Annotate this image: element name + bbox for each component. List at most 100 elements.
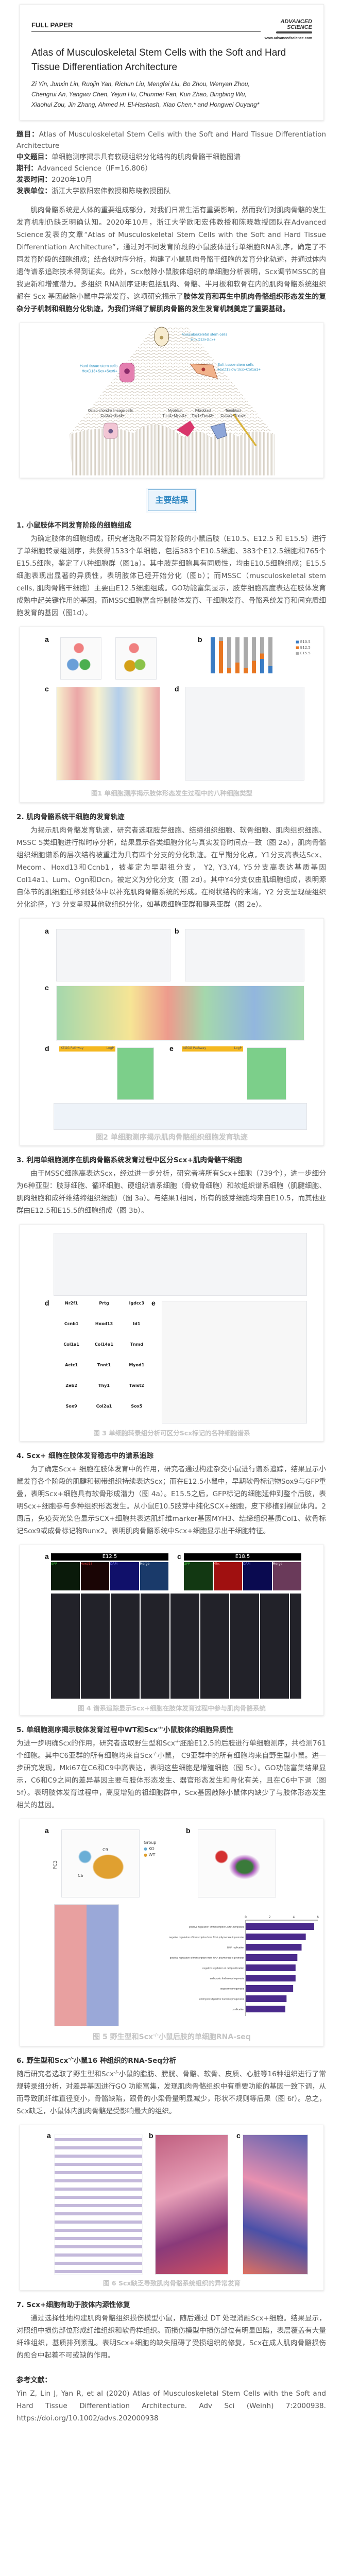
go-bar bbox=[246, 1975, 296, 1981]
gene-label: Hoxd13 bbox=[95, 1321, 113, 1326]
go-term-label: embryonic digestive tract morphogenesis bbox=[199, 1998, 245, 2001]
go-term-label: positive regulation of transcription, DN… bbox=[189, 1926, 244, 1929]
kegg-col-pathway: KEGG Pathway bbox=[61, 1046, 84, 1050]
authors-line2: Chengrui An, Yangwu Chen, Yejun Hu, Chun… bbox=[31, 91, 247, 98]
tenoblast-markers: Col1a1+Tnmd+ bbox=[220, 414, 246, 418]
graphical-abstract-card: Musculoskeletal stem cells HoxD13+Scx+ H… bbox=[20, 323, 324, 478]
osteo-markers: Col2a1+Sox9+ bbox=[100, 414, 125, 418]
gene-label: Nr2f1 bbox=[65, 1301, 78, 1306]
logo-tag bbox=[276, 31, 312, 33]
full-paper-label: FULL PAPER bbox=[31, 21, 73, 29]
figure-3-caption: 图 3 单细胞转录组分析可区分Scx标记的各种细胞谱系 bbox=[93, 1429, 250, 1437]
legend-e105: E10.5 bbox=[300, 640, 311, 644]
panel-label-a: a bbox=[45, 927, 49, 935]
meta-cn-title-label: 中文题目： bbox=[16, 153, 52, 161]
gene-label: Prtg bbox=[99, 1301, 109, 1306]
tenoblast-icon bbox=[232, 413, 257, 447]
fibroblast-markers: Thy1+Twist2+ bbox=[192, 414, 214, 418]
journal-url: www.advancedscience.com bbox=[264, 37, 312, 40]
knockout-superscript: -/- bbox=[153, 2032, 159, 2038]
legend-title: Group bbox=[144, 1840, 157, 1845]
stage-bar-a: E12.5 bbox=[51, 1553, 168, 1561]
heading-text: 6. 野生型和Scx bbox=[16, 2057, 69, 2065]
knockout-superscript: -/- bbox=[152, 1751, 158, 1757]
section-1-paragraph: 为确定肢体的细胞组成，研究者选取不同发育阶段的小鼠后肢（E10.5、E12.5 … bbox=[16, 535, 326, 617]
intro-text: 肌肉骨骼系统是人体的重要组成部分，对我们日常生活有重要影响，然而我们对肌肉骨骼的… bbox=[16, 206, 326, 301]
tsne-feature-plots bbox=[162, 1301, 307, 1423]
figure-6-caption: 图 6 Scx缺乏导致肌肉骨骼系统组织的异常发育 bbox=[103, 2279, 241, 2287]
pca-3d-plot-cluster bbox=[198, 1829, 276, 1897]
graphical-abstract-diagram: Musculoskeletal stem cells HoxD13+Scx+ H… bbox=[70, 327, 275, 476]
section-4-heading: 4. Scx+ 细胞在肢体发育稳态中的谱系追踪 bbox=[16, 1452, 153, 1460]
osteo-label: Osteo-chondro lineage cells bbox=[88, 409, 133, 413]
gene-label: Sox9 bbox=[65, 1404, 77, 1409]
x-tick-label: 6 bbox=[317, 1916, 319, 1919]
section-5-paragraph: 为进一步明确Scx的作用，研究者选取野生型和Scx-/-胚胎E12.5的后肢进行… bbox=[16, 1737, 326, 1811]
x-tick-label: 0 bbox=[245, 1916, 247, 1919]
panel-label-c: c bbox=[45, 984, 49, 992]
channel-merge: Merge bbox=[140, 1562, 168, 1590]
section-5-heading: 5. 单细胞测序揭示肢体发育过程中WT和Scx-/-小鼠肢体的细胞异质性 bbox=[16, 1724, 326, 1734]
para-text: 胚胎E12.5的后肢进行单细胞测序，共检测761个细胞。其中C6亚群的所有细胞均… bbox=[16, 1739, 326, 1760]
channel-gfp: GFP bbox=[51, 1562, 80, 1590]
kegg-col-logp: LogP bbox=[234, 1046, 242, 1050]
section-7-paragraph: 通过选择性地构建肌肉骨骼组织损伤模型小鼠，随后通过 DT 处理消融Scx+细胞。… bbox=[16, 2314, 326, 2360]
hard-tissue-label: Hard tissue stem cells bbox=[80, 364, 118, 368]
tenoblast-label: Tenoblast bbox=[225, 409, 241, 413]
if-row-a: GFP Hoxd13 DAPI Merge bbox=[51, 1562, 168, 1590]
channel-hoxd13: Hoxd13 bbox=[80, 1562, 109, 1590]
results-badge: 主要结果 bbox=[148, 489, 196, 511]
group-legend: Group ● KO ● WT bbox=[144, 1840, 157, 1857]
stage-bar-c: E18.5 bbox=[184, 1553, 301, 1561]
go-downregulation-bars bbox=[54, 2134, 143, 2275]
meta-unit-label: 发表单位： bbox=[16, 187, 52, 195]
section-6-paragraph: 随后研究者选取了野生型和Scx-/-小鼠的脂肪、膀胱、骨骼、软骨、皮质、心脏等1… bbox=[16, 2068, 326, 2117]
meta-unit: 发表单位：浙江大学欧阳宏伟教授和陈晓教授团队 bbox=[16, 185, 326, 197]
go-bar bbox=[246, 1995, 287, 2002]
gene-label: Thy1 bbox=[98, 1383, 110, 1388]
gene-label: Sox5 bbox=[131, 1404, 143, 1409]
caption-text: 小鼠后肢的单细胞RNA-seq bbox=[158, 2033, 251, 2041]
myoblast-markers: Tnnt1+Myod1+ bbox=[162, 414, 186, 418]
heatmap-wt-ko bbox=[54, 1904, 119, 2026]
fibroblast-icon bbox=[210, 422, 227, 439]
heatmap-d bbox=[117, 1047, 154, 1100]
subtype-panels bbox=[54, 1233, 307, 1296]
figure-5-caption: 图 5 野生型和Scx-/-小鼠后肢的单细胞RNA-seq bbox=[20, 2031, 323, 2042]
pca-3d-plot-group bbox=[61, 1829, 140, 1897]
histology-panel-c bbox=[243, 2134, 308, 2275]
gene-label: Myod1 bbox=[129, 1363, 145, 1367]
meta-cn-title: 中文题目：单细胞测序揭示具有软硬组织分化结构的肌肉骨骼干细胞图谱 bbox=[16, 151, 326, 163]
myoblast-icon bbox=[176, 420, 195, 437]
meta-journal-value: Advanced Science（IF=16.806） bbox=[37, 164, 152, 173]
branch-panel bbox=[185, 929, 304, 981]
go-bar bbox=[246, 1934, 306, 1940]
kegg-col-logp: LogP bbox=[106, 1046, 114, 1050]
go-term-label: DNA replication bbox=[227, 1946, 244, 1950]
heading-text: 小鼠16 种组织的RNA-Seq分析 bbox=[74, 2057, 177, 2065]
panel-label-d: d bbox=[175, 685, 179, 693]
panel-label-a: a bbox=[45, 1826, 49, 1835]
landscape-surface bbox=[70, 327, 275, 438]
hard-tissue-markers: HoxD13+Scx+Sox9+ bbox=[81, 368, 117, 373]
knockout-superscript: -/- bbox=[175, 1739, 180, 1744]
meta-title-value: Atlas of Musculoskeletal Stem Cells with… bbox=[16, 130, 327, 150]
references-label: 参考文献： bbox=[16, 2376, 52, 2384]
para-text: 小鼠的脂肪、膀胱、骨骼、软骨、皮质、心脏等16种组织进行了常规转录组分析，对差异… bbox=[16, 2070, 326, 2115]
channel-gfp: GFP bbox=[184, 1562, 213, 1590]
gene-label: Actc1 bbox=[65, 1363, 78, 1367]
meta-unit-value: 浙江大学欧阳宏伟教授和陈晓教授团队 bbox=[51, 187, 171, 195]
channel-dapi: DAPI bbox=[243, 1562, 272, 1590]
paper-title-line2: Tissue Differentiation Architecture bbox=[31, 62, 178, 73]
panel-label-a: a bbox=[45, 1552, 49, 1561]
authors-line1: Zi Yin, Junxin Lin, Ruojin Yan, Richun L… bbox=[31, 80, 250, 88]
legend-e155: E15.5 bbox=[300, 651, 311, 655]
authors-line3: Xiaohui Zou, Jin Zhang, Ahmed H. El-Hash… bbox=[31, 101, 260, 108]
legend-wt: WT bbox=[148, 1853, 156, 1857]
knockout-superscript: -/- bbox=[114, 2070, 119, 2075]
channel-dapi: DAPI bbox=[110, 1562, 139, 1590]
go-term-label: positive regulation of transcription fro… bbox=[170, 1957, 245, 1960]
